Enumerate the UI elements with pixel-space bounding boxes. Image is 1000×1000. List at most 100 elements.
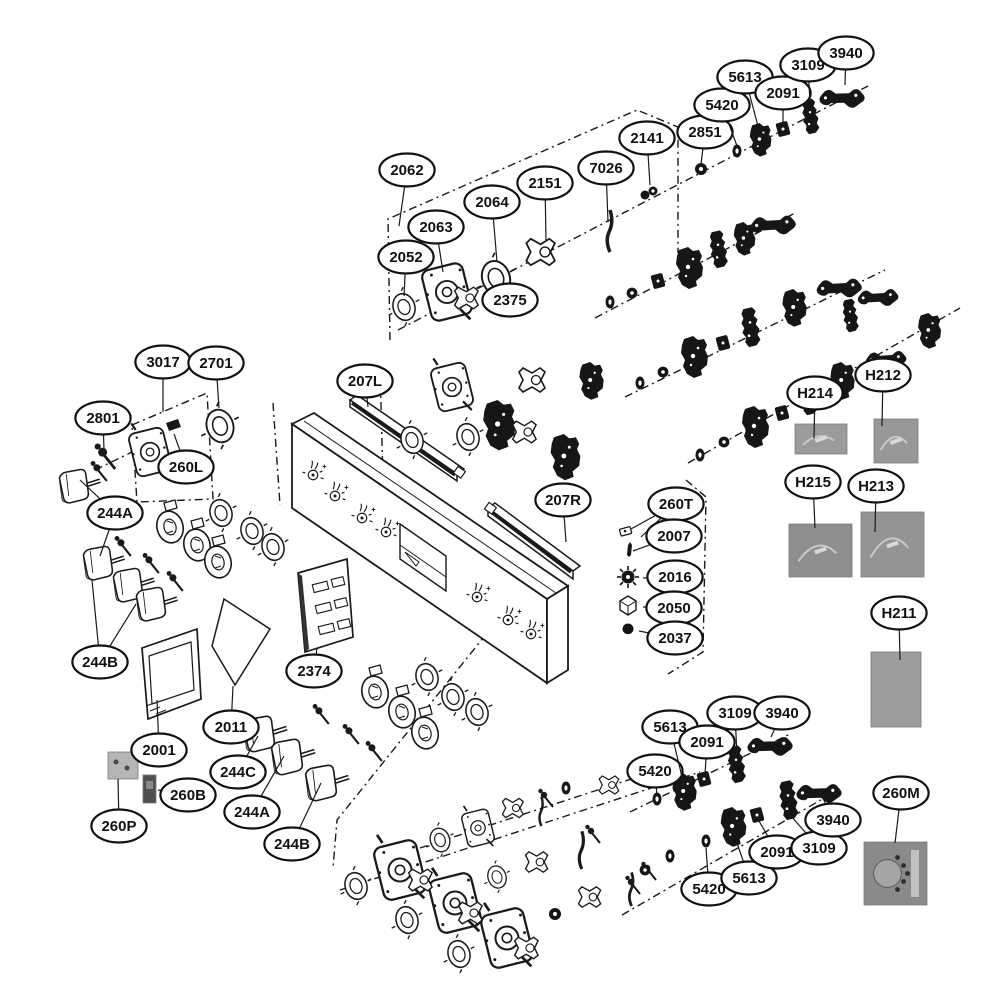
cluster2-axis [621,789,839,916]
part-callout-244C: 244C [209,735,267,790]
callout-label: 260T [659,496,693,513]
tag-260L [166,419,181,431]
part-callout-2063: 2063 [407,209,465,273]
part-callouts: 2062206320642151702621412052237528515420… [71,35,930,907]
part-callout-2091: 2091 [754,75,812,123]
callout-ellipse [378,152,436,188]
callout-ellipse [516,165,574,201]
callout-ellipse [693,87,751,123]
callout-label: 2062 [390,162,423,179]
part-callout-207L: 207L [336,363,394,408]
callout-label: 2011 [215,719,248,736]
callout-label: 5420 [692,881,725,898]
part-callout-2091: 2091 [748,820,806,870]
display-frame-2001 [141,627,202,721]
part-callout-3940: 3940 [804,795,862,838]
callout-label: 2374 [297,663,331,680]
switch-parts-column [617,526,639,636]
part-callout-3940: 3940 [753,695,811,738]
callout-label: 2064 [475,194,509,211]
callout-label: 2801 [86,410,119,427]
part-callout-3109: 3109 [706,695,764,757]
photo-H214 [794,423,848,455]
fitting-2141 [640,186,658,200]
photo-260B [142,774,157,804]
callout-ellipse [407,209,465,245]
callout-ellipse [187,345,245,381]
membrane-sheet-2011 [211,597,272,687]
part-callout-2016: 2016 [642,559,704,595]
callout-label: 260P [101,818,136,835]
part-callout-H213: H213 [847,468,905,533]
callout-label: 3109 [718,705,751,722]
callout-ellipse [854,357,912,393]
callout-label: H214 [797,385,834,402]
callout-ellipse [872,775,930,811]
left-valve-boundary [131,391,214,503]
callout-ellipse [645,518,703,554]
part-callout-H215: H215 [784,464,842,529]
callout-ellipse [336,363,394,399]
part-callout-2801: 2801 [74,400,132,451]
terminal-block [619,595,637,616]
part-callout-2050: 2050 [642,590,703,626]
callout-ellipse [263,826,321,862]
callout-label: H215 [795,474,831,491]
callout-label: 2091 [766,85,799,102]
callout-ellipse [870,595,928,631]
callout-ellipse [678,724,736,760]
part-callout-244B: 244B [71,579,137,680]
callout-label: 2050 [657,600,690,617]
callout-label: 3940 [816,812,849,829]
callout-ellipse [209,754,267,790]
callout-ellipse [784,464,842,500]
callout-label: H213 [858,478,894,495]
photo-H213 [860,511,925,578]
callout-ellipse [159,777,217,813]
callout-label: 2701 [199,355,232,372]
panel-float-parts [395,357,604,481]
part-callout-207R: 207R [534,482,592,543]
part-callout-2037: 2037 [638,620,704,656]
part-callout-5420: 5420 [693,87,751,147]
bottom-group-boundary [332,591,521,869]
callout-ellipse [754,75,812,111]
left-valve-group [93,400,240,479]
part-callout-2062: 2062 [378,152,436,227]
callout-label: 3109 [802,840,835,857]
circuit-board-2374 [297,557,354,654]
callout-ellipse [804,802,862,838]
callout-label: 244A [234,804,270,821]
callout-label: 3940 [765,705,798,722]
callout-ellipse [86,495,144,531]
callout-ellipse [481,282,539,318]
part-callout-7026: 7026 [577,150,635,223]
callout-ellipse [646,620,704,656]
callout-label: 207L [348,373,382,390]
top-assembly-axis [397,85,869,331]
bottom-knob-cluster [244,702,383,801]
part-callout-H212: H212 [854,357,912,427]
callout-label: 2851 [688,124,721,141]
callout-label: 2375 [493,292,526,309]
callout-label: 2052 [389,249,422,266]
callout-label: 2091 [690,734,723,751]
part-callout-2701: 2701 [187,345,245,409]
callout-label: H211 [881,605,916,622]
callout-ellipse [463,184,521,220]
knob-cap [622,623,634,636]
part-callout-260L: 260L [157,433,215,485]
callout-label: 7026 [589,160,622,177]
photo-thumbnails [107,418,928,906]
callout-ellipse [786,375,844,411]
callout-label: 3109 [791,57,824,74]
callout-label: 260M [882,785,920,802]
callout-label: 260L [169,459,203,476]
callout-ellipse [720,860,778,896]
callout-label: 244B [82,654,118,671]
callout-label: 5420 [638,763,671,780]
part-callout-2091: 2091 [678,724,736,776]
callout-label: 5613 [732,870,765,887]
left-axis [94,451,133,471]
callout-label: 2016 [658,569,691,586]
